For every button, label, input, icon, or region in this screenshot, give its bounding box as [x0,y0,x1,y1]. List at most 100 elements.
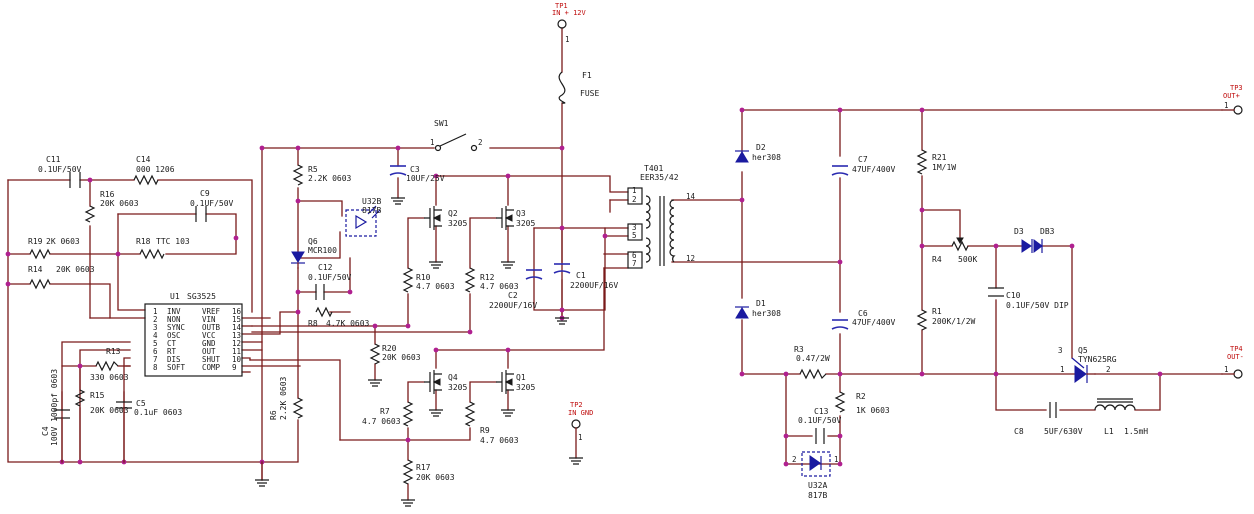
testpoint-tp3[interactable]: TP3 OUT+ 1 [1221,84,1243,115]
d1-ref: D1 [756,299,766,308]
d2-value: her308 [752,153,781,162]
c7-value: 47UF/400V [852,165,896,174]
optocoupler-u32a[interactable]: U32A 817B 2 1 [792,451,839,500]
inductor-l1[interactable]: L1 1.5mH [1094,398,1148,436]
diode-d2[interactable]: D2 her308 [735,143,781,163]
diac-db3[interactable]: DB3 [1033,227,1055,253]
junction-dots [5,107,1163,467]
q5-pin: 3 [1058,346,1063,355]
scr-q6[interactable]: Q6 MCR100 [291,237,337,269]
u1-pin-name: SYNC [167,323,185,332]
t401-pin: 2 [632,195,637,204]
r21-value: 1M/1W [932,163,956,172]
testpoint-tp4[interactable]: TP4 OUT- 1 [1221,345,1244,379]
resistor-r8[interactable]: R8 4.7K 0603 [308,306,370,328]
resistor-r18[interactable]: R18 TTC 103 [136,237,190,260]
d1-value: her308 [752,309,781,318]
c8-value: 5UF/630V [1044,427,1083,436]
resistor-r9[interactable]: R9 4.7 0603 [464,401,519,445]
u1-left-pins: 1 INV 2 NON 3 SYNC 4 OSC 5 CT 6 RT 7 DIS… [153,307,186,372]
u1-pin-num: 10 [232,355,242,364]
u1-pin-num: 2 [153,315,158,324]
scr-q5[interactable]: Q5 TYN625RG 3 1 2 [1058,346,1117,383]
t401-pin: 3 [632,223,637,232]
resistor-r13[interactable]: R13 330 0603 [90,347,129,382]
r12-ref: R12 [480,273,495,282]
resistor-r10[interactable]: R10 4.7 0603 [402,267,455,293]
resistor-r12[interactable]: R12 4.7 0603 [464,267,519,293]
resistor-r20[interactable]: R20 20K 0603 [369,343,421,365]
r17-value: 20K 0603 [416,473,455,482]
component-c14[interactable]: C14 000 1206 [133,155,175,186]
resistor-r7[interactable]: R7 4.7 0603 [362,401,414,427]
resistor-r16[interactable]: R16 20K 0603 [84,190,139,223]
tp4-ref: TP4 [1230,345,1243,353]
u1-pin-name: VIN [202,315,216,324]
capacitor-c6[interactable]: C6 47UF/400V [831,309,896,330]
ground-icon [429,261,443,269]
u1-pin-name: INV [167,307,181,316]
resistor-r15[interactable]: R15 20K 0603 [74,389,129,415]
u1-pin-name: DIS [167,355,181,364]
capacitor-c2[interactable]: C2 2200UF/16V [489,269,543,310]
testpoint-tp2[interactable]: TP2 IN GND 1 [568,401,593,465]
capacitor-c1[interactable]: C1 2200UF/16V [553,263,618,290]
u32a-ref: U32A [808,481,827,490]
mosfet-q1[interactable]: Q1 3205 [496,370,535,394]
mosfet-q3[interactable]: Q3 3205 [496,206,535,230]
t401-pin: 14 [686,192,696,201]
sw1-pin-1: 1 [430,138,435,147]
r3-value: 0.47/2W [796,354,830,363]
switch-sw1[interactable]: SW1 1 2 [430,119,483,152]
resistor-r3[interactable]: R3 0.47/2W [794,345,830,380]
r14-value: 20K 0603 [56,265,95,274]
mosfet-q2[interactable]: Q2 3205 [424,206,467,230]
tp3-pin: 1 [1224,101,1229,110]
resistor-r5[interactable]: R5 2.2K 0603 [292,164,352,186]
r18-value: TTC 103 [156,237,190,246]
resistor-r17[interactable]: R17 20K 0603 [402,459,455,485]
capacitor-c11[interactable]: C11 0.1UF/50V [38,155,82,188]
resistor-r6[interactable]: R6 2.2K 0603 [269,376,304,420]
c9-value: 0.1UF/50V [190,199,234,208]
capacitor-c4[interactable]: C4 100V 1000pf 0603 [41,369,70,463]
capacitor-c10[interactable]: C10 0.1UF/50V DIP [988,287,1069,310]
ground-icon [501,261,515,269]
resistor-r21[interactable]: R21 1M/1W [916,149,956,175]
diode-d3[interactable]: D3 [1014,227,1033,253]
capacitor-c3[interactable]: C3 10UF/25V [389,165,445,183]
u1-pin-name: COMP [202,363,221,372]
t401-pin: 7 [632,259,637,268]
optocoupler-u32b[interactable]: U32B 817B [345,197,381,237]
capacitor-c5[interactable]: C5 0.1uF 0603 [116,399,182,463]
c11-ref: C11 [46,155,61,164]
resistor-r14[interactable]: R14 20K 0603 [28,265,95,290]
r4-ref: R4 [932,255,942,264]
c7-ref: C7 [858,155,868,164]
transformer-t401[interactable]: T401 EER35/42 1 2 3 5 6 7 14 12 [627,164,696,269]
fuse-f1[interactable]: F1 FUSE [558,71,599,104]
c11-value: 0.1UF/50V [38,165,82,174]
capacitor-c12[interactable]: C12 0.1UF/50V [308,263,352,300]
u32b-ref: U32B [362,197,381,206]
capacitor-c7[interactable]: C7 47UF/400V [831,155,896,176]
testpoint-tp1[interactable]: TP1 IN + 12V 1 [552,2,587,44]
resistor-r2[interactable]: R2 1K 0603 [834,391,890,415]
mosfet-q4[interactable]: Q4 3205 [424,370,467,394]
tp1-ref: TP1 [555,2,568,10]
resistor-r19[interactable]: R19 2K 0603 [28,237,80,260]
c5-ref: C5 [136,399,146,408]
ic-u1[interactable]: U1 SG3525 1 INV 2 NON 3 SYNC 4 OSC 5 CT … [144,292,243,377]
db3-ref: DB3 [1040,227,1055,236]
r5-value: 2.2K 0603 [308,174,352,183]
r5-ref: R5 [308,165,318,174]
potentiometer-r4[interactable]: R4 500K [932,237,977,264]
r10-ref: R10 [416,273,431,282]
u32b-value: 817B [362,206,381,215]
resistor-r1[interactable]: R1 200K/1/2W [916,307,976,331]
diode-d1[interactable]: D1 her308 [735,299,781,319]
capacitor-c8[interactable]: C8 5UF/630V [1014,402,1083,436]
capacitor-c9[interactable]: C9 0.1UF/50V [190,189,234,222]
capacitor-c13[interactable]: C13 0.1UF/50V [798,407,842,444]
ground-icon [501,409,515,417]
